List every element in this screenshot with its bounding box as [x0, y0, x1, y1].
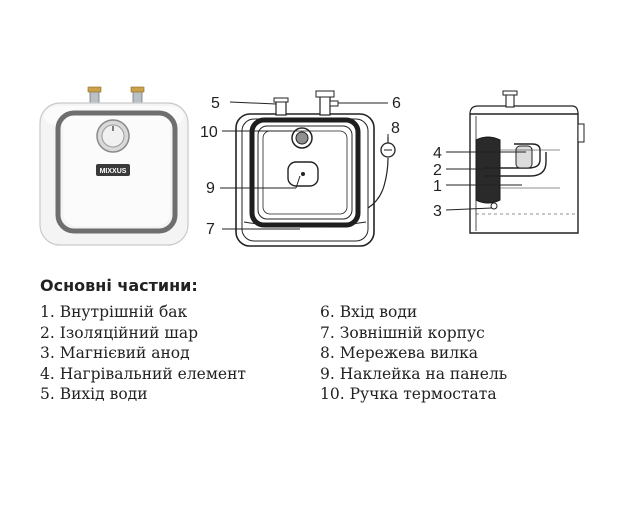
callout-6: 6 [392, 95, 401, 112]
part-item-2: 2. Ізоляційний шар [40, 323, 198, 342]
part-item-5: 5. Вихід води [40, 385, 148, 403]
part-item-9: 9. Наклейка на панель [320, 364, 508, 383]
callout-3: 3 [433, 203, 442, 220]
parts-list-left: 1. Внутрішній бак 2. Ізоляційний шар 3. … [40, 302, 246, 405]
side-leaders [445, 151, 526, 211]
panel-sticker [287, 161, 319, 187]
callout-4: 4 [433, 145, 442, 162]
part-item-8: 8. Мережева вилка [320, 344, 479, 362]
callout-1: 1 [433, 178, 442, 195]
brand-badge [96, 164, 130, 176]
side-drawing [469, 90, 585, 234]
callout-9: 9 [206, 180, 215, 197]
callout-2: 2 [433, 162, 442, 179]
part-item-10: 10. Ручка термостата [320, 385, 497, 403]
callout-10: 10 [200, 124, 218, 141]
parts-list-right: 6. Вхід води 7. Зовнішній корпус 8. Мере… [320, 302, 507, 405]
part-item-7: 7. Зовнішній корпус [320, 323, 485, 342]
part-item-3: 3. Магнієвий анод [40, 344, 190, 362]
brand-label: MIXXUS [100, 168, 127, 175]
part-item-6: 6. Вхід води [320, 303, 418, 321]
front-drawing [235, 90, 396, 247]
part-item-1: 1. Внутрішній бак [40, 303, 188, 321]
thermostat-knob [291, 127, 313, 149]
callout-7: 7 [206, 221, 215, 238]
product-photo: MIXXUS [39, 86, 189, 246]
callout-8: 8 [391, 120, 400, 137]
callout-5: 5 [211, 95, 220, 112]
part-item-4: 4. Нагрівальний елемент [40, 364, 246, 383]
front-leaders [220, 101, 389, 230]
parts-heading: Основні частини: [40, 276, 198, 295]
water-heater-figure: MIXXUS [39, 86, 585, 247]
